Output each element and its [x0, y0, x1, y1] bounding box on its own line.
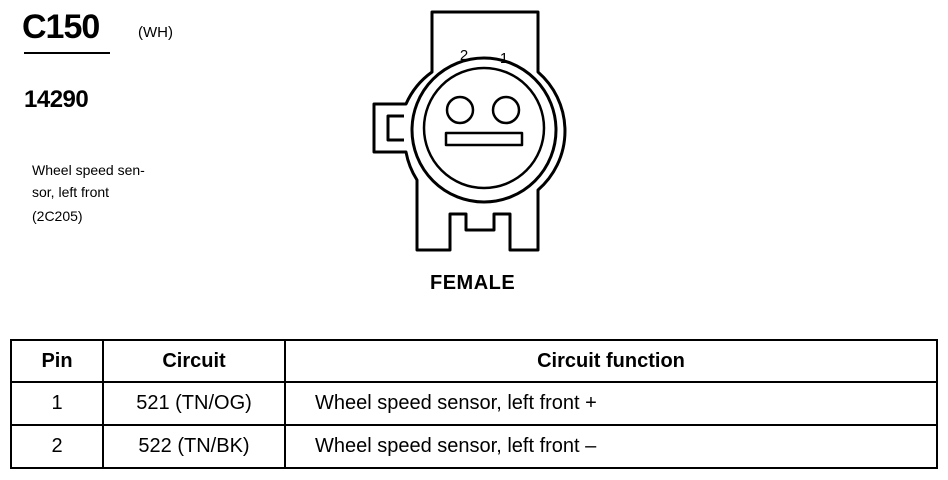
pin-label-1: 1 [500, 50, 508, 67]
table-row: 2 522 (TN/BK) Wheel speed sensor, left f… [10, 424, 938, 469]
part-number: 14290 [24, 86, 89, 113]
connector-face-diagram: 2 1 [372, 10, 567, 252]
connector-id: C150 [22, 8, 100, 46]
cell-circuit: 521 (TN/OG) [102, 381, 286, 426]
table-row: 1 521 (TN/OG) Wheel speed sensor, left f… [10, 381, 938, 426]
description-line: Wheel speed sen- [32, 162, 145, 178]
header-circuit: Circuit [102, 339, 286, 383]
connector-rim [410, 56, 558, 204]
connector-housing-outline [372, 10, 567, 252]
description-line: (2C205) [32, 208, 83, 224]
pin-cavity-1 [491, 95, 521, 125]
keying-bar [444, 131, 524, 147]
cell-circuit: 522 (TN/BK) [102, 424, 286, 469]
view-label: FEMALE [430, 272, 516, 294]
description-line: sor, left front [32, 184, 110, 200]
pin-label-2: 2 [460, 47, 468, 64]
connector-color: (WH) [138, 24, 173, 41]
header-pin: Pin [10, 339, 104, 383]
connector-face [422, 66, 546, 190]
pin-table: Pin Circuit Circuit function 1 521 (TN/O… [10, 339, 938, 469]
cell-pin: 2 [10, 424, 104, 469]
cell-function: Wheel speed sensor, left front – [284, 424, 938, 469]
table-header-row: Pin Circuit Circuit function [10, 339, 938, 383]
cell-pin: 1 [10, 381, 104, 426]
cell-function: Wheel speed sensor, left front + [284, 381, 938, 426]
header-circuit-function: Circuit function [284, 339, 938, 383]
title-underline [24, 52, 110, 54]
pin-cavity-2 [445, 95, 475, 125]
latch-tab [386, 114, 404, 142]
